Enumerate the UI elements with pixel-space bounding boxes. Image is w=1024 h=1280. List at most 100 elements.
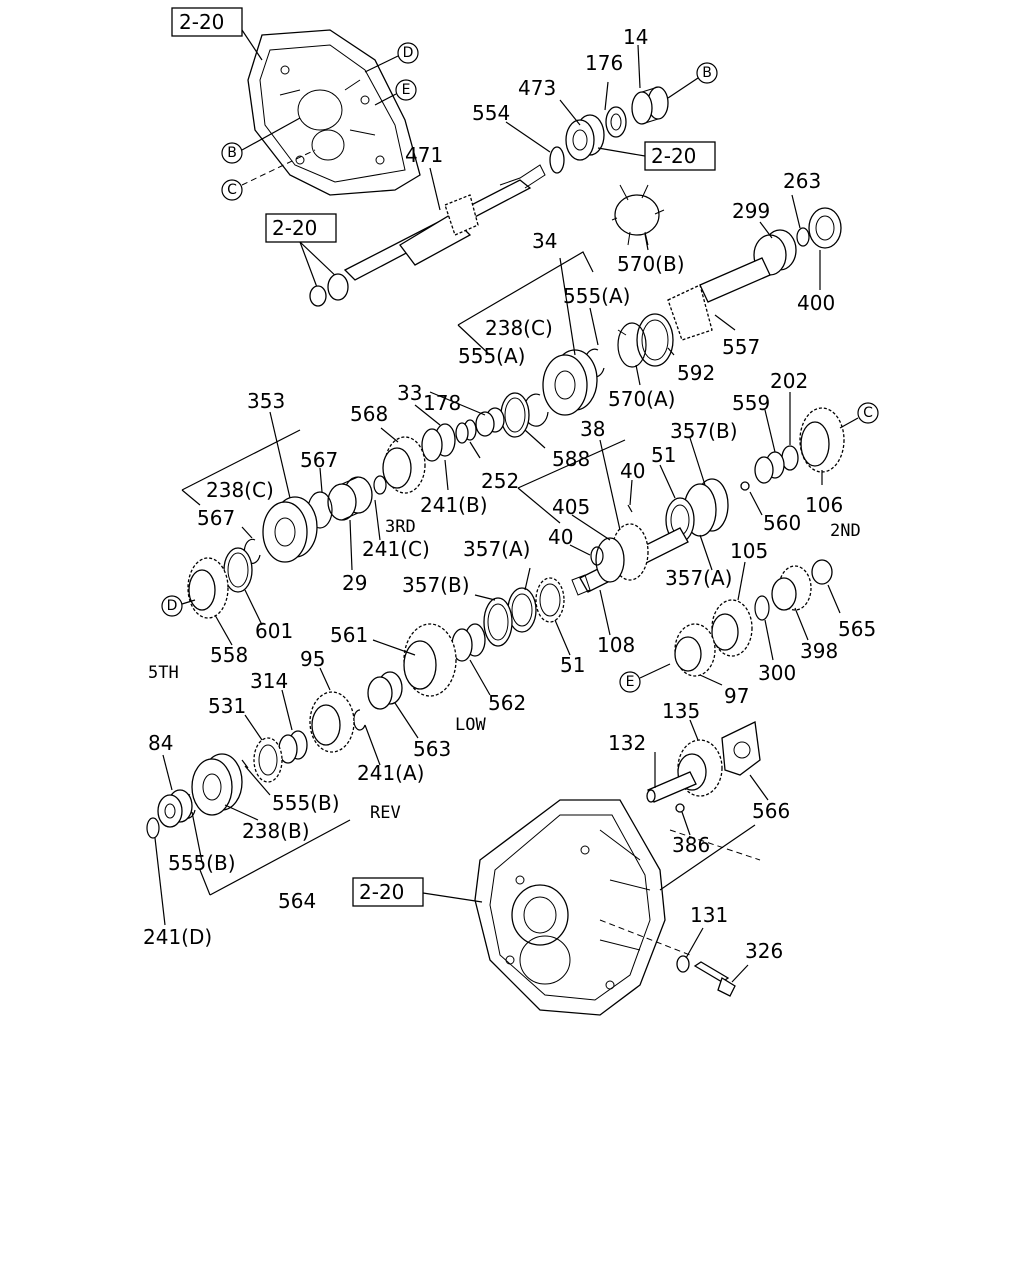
- part-label-588: 588: [552, 447, 590, 471]
- part-label-34: 34: [532, 229, 557, 253]
- marker-b-left[interactable]: B: [221, 142, 243, 164]
- part-label-326: 326: [745, 939, 783, 963]
- part-label-300: 300: [758, 661, 796, 685]
- part-label-554: 554: [472, 101, 510, 125]
- part-label-314: 314: [250, 669, 288, 693]
- marker-c-left[interactable]: C: [221, 179, 243, 201]
- part-label-357b-1: 357(B): [670, 419, 738, 443]
- part-label-106: 106: [805, 493, 843, 517]
- ring-531: [253, 737, 283, 783]
- part-label-531: 531: [208, 694, 246, 718]
- part-label-178: 178: [423, 391, 461, 415]
- svg-text:D: D: [403, 45, 414, 61]
- label-rev: REV: [370, 803, 401, 823]
- bracket-566: [721, 721, 761, 776]
- bearing-473: [565, 114, 605, 161]
- marker-d-top[interactable]: D: [397, 42, 419, 64]
- sleeve-29: [327, 476, 373, 521]
- part-label-567-1: 567: [300, 448, 338, 472]
- ref-input-text: 2-20: [651, 144, 696, 168]
- needle-bearing-33: [421, 423, 456, 462]
- part-label-131: 131: [690, 903, 728, 927]
- collar-563: [367, 671, 403, 710]
- part-label-29: 29: [342, 571, 367, 595]
- part-label-14: 14: [623, 25, 648, 49]
- part-label-555b-2: 555(B): [168, 851, 236, 875]
- shaft-557: [667, 257, 771, 341]
- part-label-557: 557: [722, 335, 760, 359]
- part-label-561: 561: [330, 623, 368, 647]
- gear-558: [187, 557, 229, 619]
- synchro-spring-570a: [617, 322, 647, 368]
- bearing-299: [753, 229, 797, 276]
- part-label-38: 38: [580, 417, 605, 441]
- gear-568: [382, 436, 426, 494]
- synchro-spring-570b: [611, 184, 665, 246]
- idler-shaft-132: [646, 771, 697, 803]
- marker-e-top[interactable]: E: [395, 79, 417, 101]
- part-label-132: 132: [608, 731, 646, 755]
- part-label-40-2: 40: [548, 525, 573, 549]
- part-label-555a-2: 555(A): [458, 344, 525, 368]
- synchro-357b-lower: [483, 597, 513, 647]
- part-label-353: 353: [247, 389, 285, 413]
- label-2nd: 2ND: [830, 521, 861, 541]
- marker-b-right[interactable]: B: [696, 62, 718, 84]
- gear-561: [403, 623, 457, 697]
- bushing-left: [309, 273, 349, 307]
- bearing-176: [605, 106, 627, 138]
- ref-box-housing[interactable]: 2-20: [352, 877, 424, 907]
- bearing-400: [808, 207, 842, 249]
- part-label-241c: 241(C): [362, 537, 430, 561]
- svg-text:E: E: [402, 82, 411, 98]
- part-label-241b: 241(B): [420, 493, 488, 517]
- part-label-33: 33: [397, 381, 422, 405]
- key-555b-upper: [241, 759, 249, 769]
- ref-housing-text: 2-20: [359, 880, 404, 904]
- part-label-95: 95: [300, 647, 325, 671]
- gear-97: [674, 623, 716, 677]
- part-label-241a: 241(A): [357, 761, 424, 785]
- ref-box-left-shaft[interactable]: 2-20: [265, 213, 337, 243]
- ring-300: [754, 595, 770, 621]
- snap-ring-241a: [353, 709, 366, 731]
- part-label-84: 84: [148, 731, 173, 755]
- snap-ring-554: [549, 146, 565, 174]
- ref-box-input[interactable]: 2-20: [644, 141, 716, 171]
- part-label-176: 176: [585, 51, 623, 75]
- front-cover-housing: [247, 29, 421, 196]
- part-label-560: 560: [763, 511, 801, 535]
- synchro-hub-34: [542, 349, 598, 416]
- part-label-601: 601: [255, 619, 293, 643]
- gear-95: [309, 691, 355, 753]
- part-label-238c-1: 238(C): [485, 316, 553, 340]
- mainshaft-108: [571, 523, 689, 596]
- ball-386: [675, 803, 685, 813]
- part-label-570b: 570(B): [617, 252, 685, 276]
- part-label-40-1: 40: [620, 459, 645, 483]
- bracket-lines: [154, 44, 841, 983]
- part-label-563: 563: [413, 737, 451, 761]
- part-label-405: 405: [552, 495, 590, 519]
- bearing-565: [811, 559, 833, 585]
- ref-left-shaft-text: 2-20: [272, 216, 317, 240]
- part-label-51-2: 51: [560, 653, 585, 677]
- needle-bearing-178: [475, 407, 505, 437]
- synchro-357a-lower: [507, 587, 537, 633]
- ref-box-top-left[interactable]: 2-20: [171, 7, 243, 37]
- svg-text:B: B: [702, 65, 712, 81]
- marker-d-left[interactable]: D: [161, 595, 183, 617]
- svg-text:C: C: [863, 405, 873, 421]
- label-low: LOW: [455, 715, 486, 735]
- marker-e-lower[interactable]: E: [619, 671, 641, 693]
- marker-c-right[interactable]: C: [857, 402, 879, 424]
- ring-252: [455, 419, 477, 444]
- part-label-241d: 241(D): [143, 925, 212, 949]
- part-label-105: 105: [730, 539, 768, 563]
- part-label-558: 558: [210, 643, 248, 667]
- svg-text:C: C: [227, 182, 237, 198]
- bearing-559: [754, 451, 785, 484]
- part-label-567-2: 567: [197, 506, 235, 530]
- part-label-555a-1: 555(A): [563, 284, 630, 308]
- part-label-386: 386: [672, 833, 710, 857]
